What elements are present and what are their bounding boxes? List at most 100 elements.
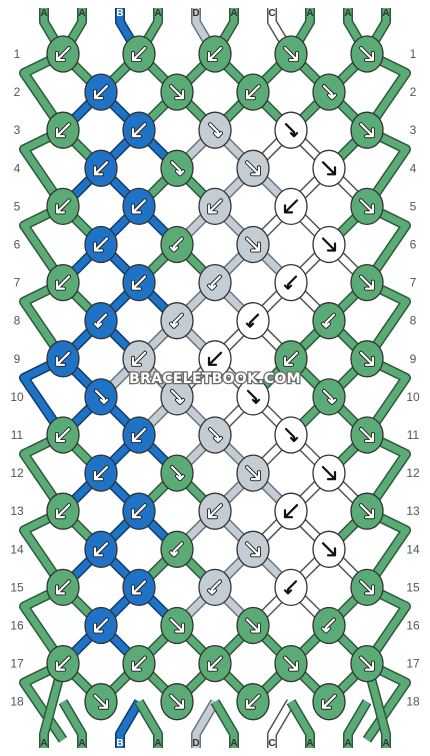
strand-label-top: A [382,8,389,19]
strand-label-top: A [230,8,237,19]
strand-label-bottom: A [306,738,313,749]
strand-label-bottom: A [344,738,351,749]
row-number-right: 15 [406,580,420,594]
knot [312,683,346,721]
knot [236,225,270,264]
knot [274,644,308,683]
knot-bl-arrow-icon [207,46,223,62]
row-number-left: 15 [10,580,24,594]
knot-r-arrow-icon [170,466,185,481]
knot-r-arrow-icon [322,84,337,100]
row-number-left: 8 [14,314,21,328]
row-number-right: 16 [406,619,420,633]
knot-br-arrow-icon [321,542,337,557]
knot-l-arrow-icon [283,580,298,595]
knot [198,492,232,530]
bottom-tail [116,699,143,748]
knot [274,35,308,73]
knot [274,111,308,149]
row-number-right: 9 [410,352,417,366]
knot [122,35,156,73]
knot [350,568,384,607]
knot [274,416,308,454]
row-number-left: 14 [10,542,24,556]
bottom-tail [59,699,86,748]
knot-l-arrow-icon [169,313,184,328]
knot-bl-arrow-icon [207,351,223,366]
knot [274,568,308,607]
knot [312,73,346,111]
knot [236,149,270,187]
knot [84,73,118,111]
row-number-right: 4 [410,161,417,175]
knot-bl-arrow-icon [55,427,71,443]
knot-bl-arrow-icon [55,275,71,290]
knot [350,111,384,149]
knot [122,111,156,149]
knot [160,606,194,645]
knot-br-arrow-icon [169,618,185,633]
knot [84,302,118,340]
knot [312,530,346,568]
strand-label-top: A [40,8,47,19]
knot [350,644,384,683]
knot [84,378,118,416]
knot-br-arrow-icon [169,84,185,100]
knot-bl-arrow-icon [131,580,147,595]
knot-br-arrow-icon [321,161,337,176]
row-number-right: 8 [410,314,417,328]
knot [236,606,270,645]
row-number-left: 18 [10,695,24,709]
knot-r-arrow-icon [170,389,185,404]
knot-bl-arrow-icon [93,84,109,100]
knot [312,225,346,264]
knot [350,340,384,378]
knot-bl-arrow-icon [207,199,223,214]
knot [122,568,156,607]
knot [198,263,232,302]
knot-br-arrow-icon [245,466,261,481]
knot-bl-arrow-icon [93,466,109,481]
row-number-left: 11 [11,428,24,442]
knot [312,606,346,645]
row-number-left: 12 [10,466,24,480]
knot-r-arrow-icon [208,427,223,443]
bottom-tail [40,662,67,748]
strand-label-bottom: A [230,738,237,749]
knot [122,340,156,378]
strand-label-top: C [268,8,275,19]
knot [84,149,118,187]
knot-br-arrow-icon [245,542,261,557]
knot-br-arrow-icon [359,504,375,519]
knot [236,378,270,416]
strand-label-bottom: C [268,738,275,749]
knot-br-arrow-icon [169,694,185,709]
knot [160,378,194,416]
strand-label-top: A [344,8,351,19]
strand-label-top: B [116,8,123,19]
bottom-tail [135,699,162,748]
knot [236,454,270,492]
row-number-right: 12 [406,466,420,480]
row-number-right: 1 [410,47,417,61]
knot [312,302,346,340]
knot-br-arrow-icon [359,275,375,290]
knot-br-arrow-icon [321,237,337,252]
knot [198,568,232,607]
strand-label-bottom: A [382,738,389,749]
knot [46,111,80,149]
knot [350,263,384,302]
strand-label-top: A [154,8,161,19]
knot-bl-arrow-icon [245,694,261,709]
row-number-right: 17 [406,657,420,671]
knot-br-arrow-icon [245,237,261,252]
knot-l-arrow-icon [207,580,222,595]
knot-l-arrow-icon [283,275,298,290]
knot-bl-arrow-icon [207,656,223,671]
knot [122,644,156,683]
row-number-right: 3 [410,123,417,137]
row-number-right: 6 [410,238,417,252]
knot [274,340,308,378]
row-number-right: 5 [410,199,417,213]
